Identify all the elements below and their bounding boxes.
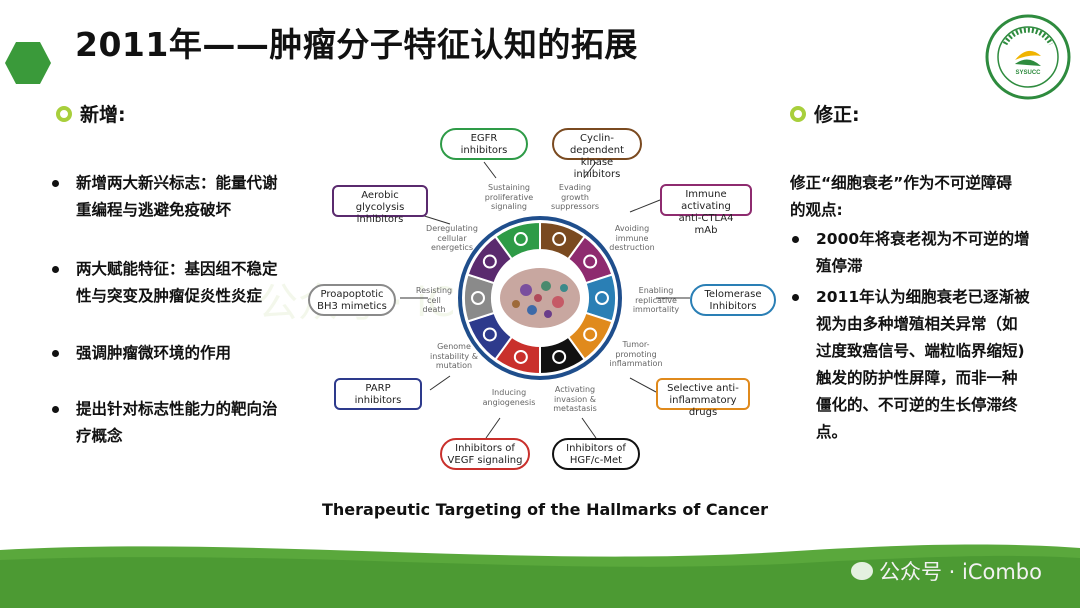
list-item: 2000年将衰老视为不可逆的增 殖停滞 xyxy=(792,226,1030,280)
segment-glyph-icon xyxy=(595,291,609,305)
bullet-dot-icon xyxy=(792,236,799,243)
hallmarks-diagram xyxy=(400,161,690,439)
left-heading-text: 新增: xyxy=(80,104,126,126)
segment-glyph-icon xyxy=(583,254,598,269)
drug-box-telomerase: Telomerase Inhibitors xyxy=(690,284,776,316)
segment-glyph-icon xyxy=(552,232,567,247)
hallmark-label-immune: Avoiding immune destruction xyxy=(609,224,655,252)
wheel-segment-glyco xyxy=(466,235,514,285)
page-title: 2011年——肿瘤分子特征认知的拓展 xyxy=(75,25,638,64)
hallmark-label-inflam: Tumor- promoting inflammation xyxy=(609,340,663,368)
drug-box-parp: PARP inhibitors xyxy=(334,378,422,410)
drug-box-glycolysis: Aerobic glycolysis inhibitors xyxy=(332,185,428,225)
diagram-caption: Therapeutic Targeting of the Hallmarks o… xyxy=(321,500,769,519)
drug-box-hgf: Inhibitors of HGF/c-Met xyxy=(552,438,640,470)
sysucc-logo: SYSUCC xyxy=(985,14,1071,100)
bullet-dot-icon xyxy=(52,350,59,357)
right-heading: 修正: xyxy=(790,100,860,127)
drug-box-cdk: Cyclin-dependent kinase inhibitors xyxy=(552,128,642,180)
segment-glyph-icon xyxy=(471,291,485,305)
hallmark-label-prolif: Sustaining proliferative signaling xyxy=(484,183,534,211)
bullet-dot-icon xyxy=(52,180,59,187)
hallmark-label-angio: Inducing angiogenesis xyxy=(482,388,536,407)
hallmark-label-genome: Genome instability & mutation xyxy=(430,342,478,370)
diagram-arrows xyxy=(400,161,690,439)
drug-box-egfr: EGFR inhibitors xyxy=(440,128,528,160)
bullet-dot-icon xyxy=(52,406,59,413)
svg-text:SYSUCC: SYSUCC xyxy=(1015,70,1041,76)
list-item: 新增两大新兴标志：能量代谢 重编程与逃避免疫破坏 xyxy=(52,170,278,224)
hallmark-label-invasion: Activating invasion & metastasis xyxy=(553,385,597,413)
ring-bullet-icon xyxy=(56,105,72,122)
drug-box-vegf: Inhibitors of VEGF signaling xyxy=(440,438,530,470)
bullet-dot-icon xyxy=(792,294,799,301)
list-item: 提出针对标志性能力的靶向治 疗概念 xyxy=(52,396,278,450)
footer-watermark: 公众号 · iCombo xyxy=(850,556,1042,586)
ring-bullet-icon xyxy=(790,105,806,122)
segment-glyph-icon xyxy=(513,349,528,364)
list-item: 2011年认为细胞衰老已逐渐被 视为由多种增殖相关异常（如 过度致癌信号、端粒临… xyxy=(792,284,1030,446)
wheel-segments xyxy=(463,220,617,376)
drug-box-ctla4: Immune activating anti-CTLA4 mAb xyxy=(660,184,752,236)
drug-box-antiinflam: Selective anti- inflammatory drugs xyxy=(656,378,750,418)
drug-box-bh3: Proapoptotic BH3 mimetics xyxy=(308,284,396,316)
list-item: 两大赋能特征：基因组不稳定 性与突变及肿瘤促炎性炎症 xyxy=(52,256,278,310)
right-heading-text: 修正: xyxy=(814,104,860,126)
segment-glyph-icon xyxy=(482,254,497,269)
right-intro: 修正“细胞衰老”作为不可逆障碍 的观点: xyxy=(790,174,1012,219)
tumor-cells-center xyxy=(500,268,580,328)
hallmark-label-immortal: Enabling replicative immortality xyxy=(632,286,680,314)
wechat-icon xyxy=(850,562,873,580)
footer-wave xyxy=(0,544,1080,608)
hallmark-label-energy: Deregulating cellular energetics xyxy=(426,224,478,252)
segment-glyph-icon xyxy=(482,327,497,342)
list-item: 强调肿瘤微环境的作用 xyxy=(52,340,231,367)
segment-glyph-icon xyxy=(513,232,528,247)
hallmark-label-death: Resisting cell death xyxy=(415,286,453,314)
hallmark-label-growth: Evading growth suppressors xyxy=(550,183,600,211)
segment-glyph-icon xyxy=(552,349,567,364)
left-heading: 新增: xyxy=(56,100,126,127)
bullet-dot-icon xyxy=(52,266,59,273)
hexagon-decoration xyxy=(5,42,51,84)
segment-glyph-icon xyxy=(583,327,598,342)
